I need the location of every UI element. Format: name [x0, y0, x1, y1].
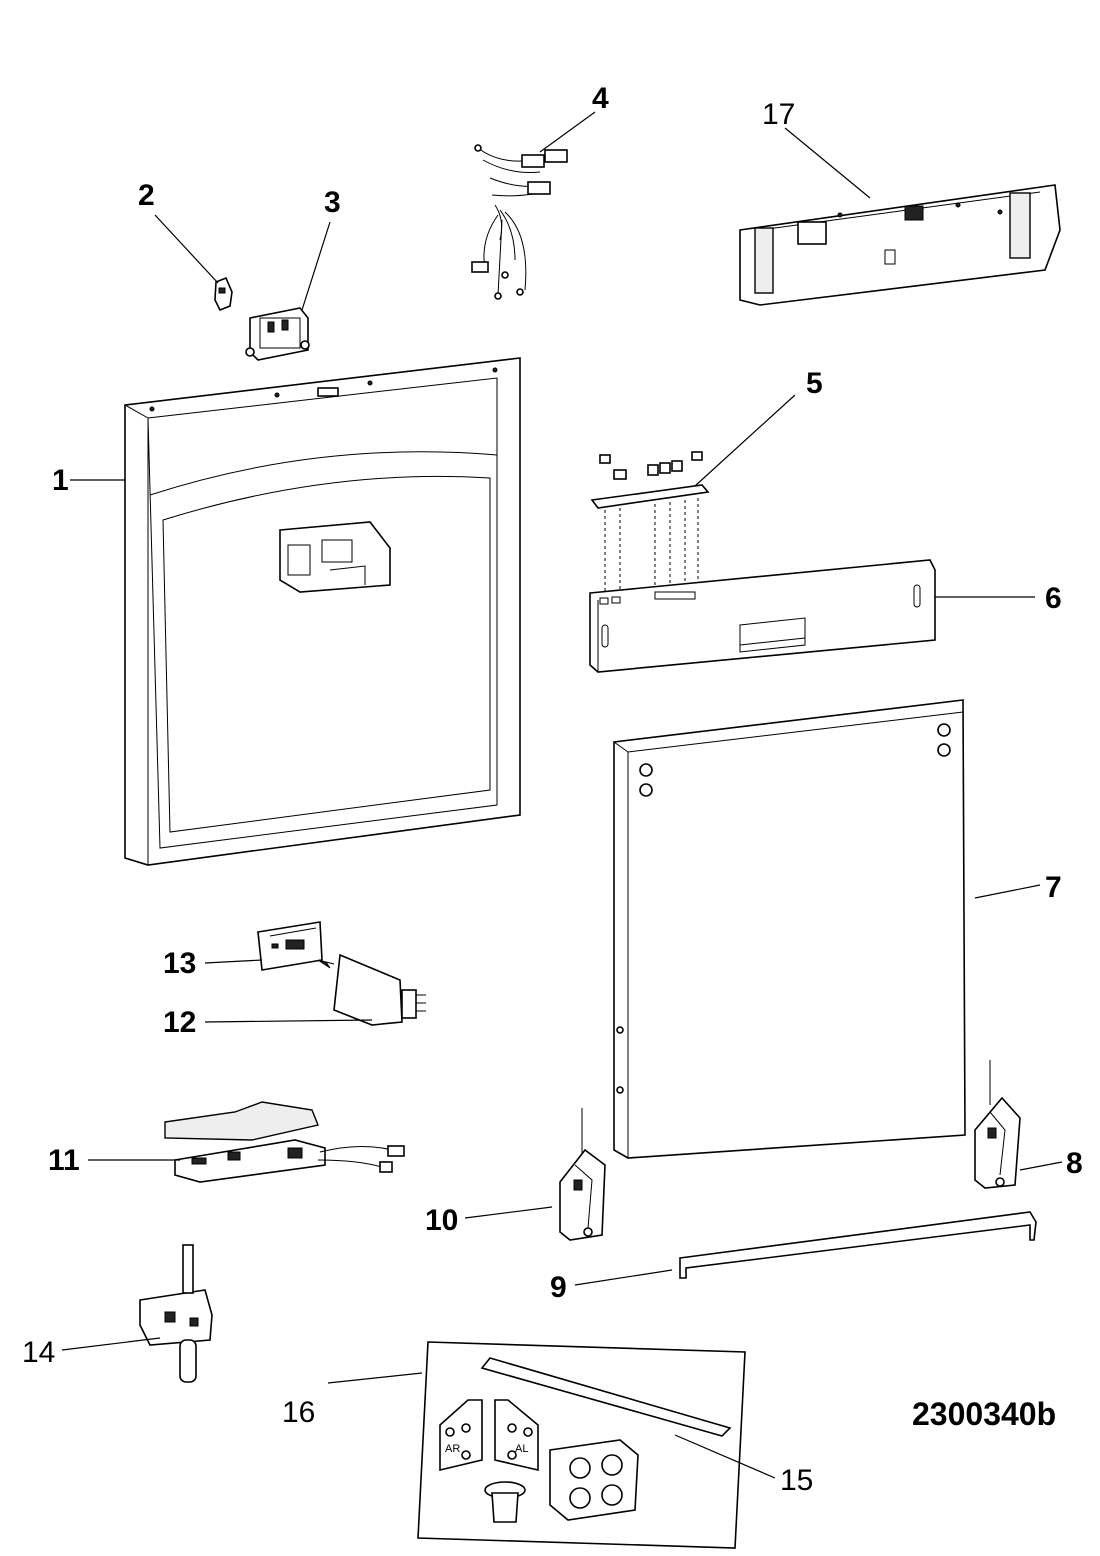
part-9-rod [679, 1211, 1037, 1279]
callout-1: 1 [52, 464, 69, 497]
hinge-plate-right: AR [439, 1399, 483, 1472]
part-4-wiring-harness [471, 144, 568, 300]
callout-17: 17 [762, 98, 795, 131]
callout-10: 10 [425, 1204, 458, 1237]
callout-11: 11 [48, 1144, 80, 1177]
part-12-electronic-module [333, 953, 426, 1026]
part-13-label-card [257, 921, 323, 971]
callout-9: 9 [550, 1271, 567, 1304]
callout-2: 2 [138, 179, 155, 212]
callout-4: 4 [592, 82, 609, 115]
hinge-marking-left: AL [515, 1443, 528, 1455]
part-3-door-lock [245, 307, 310, 361]
dispenser-unit [279, 521, 391, 593]
part-6-control-fascia [589, 559, 936, 673]
part-14-sensor [139, 1244, 213, 1383]
part-2-switch [214, 276, 233, 312]
part-1-inner-door [124, 357, 521, 866]
callout-8: 8 [1066, 1147, 1083, 1180]
plug-cap [484, 1481, 526, 1523]
part-10-hinge-left [559, 1108, 606, 1241]
callout-15: 15 [780, 1464, 813, 1497]
callout-labels: 1 2 3 4 5 6 7 8 9 10 11 12 13 14 15 16 1… [22, 82, 1083, 1497]
socket-block [549, 1439, 639, 1521]
callout-13: 13 [163, 947, 196, 980]
callout-16: 16 [282, 1396, 315, 1429]
part-5-button-strip [590, 451, 710, 598]
callout-5: 5 [806, 367, 823, 400]
part-15-strip [480, 1357, 732, 1437]
part-7-outer-door [613, 699, 966, 1159]
callout-6: 6 [1045, 582, 1062, 615]
callout-14: 14 [22, 1336, 55, 1369]
callout-3: 3 [324, 186, 341, 219]
part-8-hinge-right [974, 1060, 1021, 1189]
hinge-plate-left: AL [494, 1399, 539, 1472]
drawing-code: 2300340b [912, 1396, 1056, 1432]
hinge-marking-right: AR [445, 1443, 460, 1455]
callout-12: 12 [163, 1006, 196, 1039]
part-17-control-bracket [739, 184, 1061, 306]
leader-lines [61, 111, 1063, 1479]
part-11-control-board [164, 1101, 405, 1183]
arrow-icon [317, 959, 335, 969]
callout-7: 7 [1045, 871, 1062, 904]
